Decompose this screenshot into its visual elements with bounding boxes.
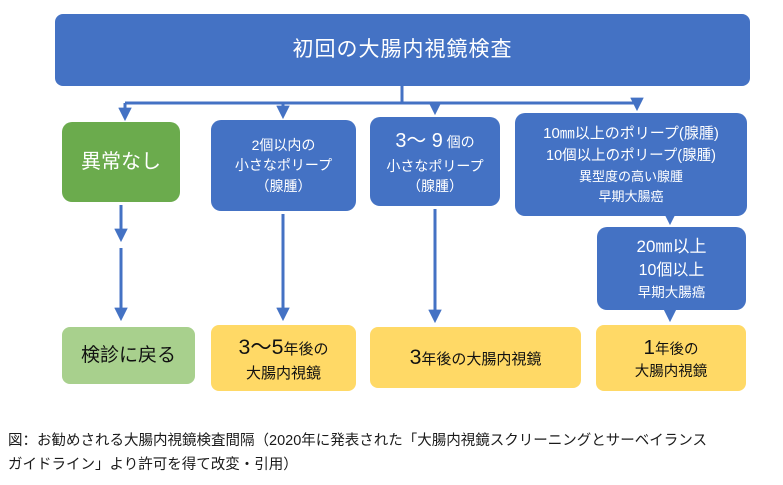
node-text-line: 大腸内視鏡 [245, 364, 321, 382]
node-initial-colonoscopy: 初回の大腸内視鏡検査 [55, 14, 750, 86]
node-text-line: 10個以上 [638, 262, 705, 280]
interval-highlight: 1 [643, 335, 655, 359]
count-highlight: 3～ 9 [395, 129, 443, 152]
interval-highlight: 3～5 [238, 334, 284, 359]
node-text: 年後の [283, 340, 329, 358]
node-text-line: 1年後の [644, 333, 699, 363]
node-text-line: （腺腫） [407, 177, 463, 194]
node-text-line: 小さなポリープ [234, 157, 333, 174]
node-text-line: 異型度の高い腺腫 [578, 169, 683, 185]
node-text-line: 3～ 9 個の [395, 127, 474, 156]
node-colonoscopy-1-year: 1年後の 大腸内視鏡 [596, 325, 746, 391]
node-high-risk-findings: 10㎜以上のポリープ(腺腫) 10個以上のポリープ(腺腫) 異型度の高い腺腫 早… [515, 113, 747, 216]
node-text-line: （腺腫） [255, 177, 312, 194]
interval-highlight: 3 [409, 345, 422, 370]
node-text: 年後の [654, 341, 699, 358]
node-high-risk-sub: 20㎜以上 10個以上 早期大腸癌 [597, 227, 746, 310]
node-text: 個の [442, 133, 475, 150]
node-text-line: 10㎜以上のポリープ(腺腫) [543, 124, 719, 142]
node-text-line: 2個以内の [251, 137, 316, 154]
node-label: 検診に戻る [80, 344, 176, 366]
node-text-line: 大腸内視鏡 [634, 364, 708, 381]
node-colonoscopy-3-years: 3年後の大腸内視鏡 [370, 327, 581, 388]
node-polyps-two-or-less: 2個以内の 小さなポリープ （腺腫） [211, 120, 356, 211]
node-no-abnormality: 異常なし [62, 122, 180, 202]
node-text-line: 早期大腸癌 [598, 189, 664, 205]
node-text-line: 早期大腸癌 [637, 285, 706, 301]
node-label: 異常なし [81, 150, 161, 173]
node-return-to-screening: 検診に戻る [62, 327, 195, 384]
node-polyps-three-to-nine: 3～ 9 個の 小さなポリープ （腺腫） [370, 117, 500, 206]
node-colonoscopy-3-5-years: 3～5年後の 大腸内視鏡 [211, 325, 356, 391]
node-label: 初回の大腸内視鏡検査 [292, 37, 513, 61]
node-text-line: 小さなポリープ [386, 157, 484, 174]
node-text: 年後の大腸内視鏡 [421, 351, 542, 369]
node-text-line: 3～5年後の [238, 332, 328, 363]
node-text-line: 10個以上のポリープ(腺腫) [546, 147, 716, 164]
figure-caption: 図：お勧めされる大腸内視鏡検査間隔（2020年に発表された「大腸内視鏡スクリーニ… [8, 433, 707, 473]
node-text-line: 20㎜以上 [636, 236, 707, 256]
node-text-line: 3年後の大腸内視鏡 [410, 342, 542, 373]
